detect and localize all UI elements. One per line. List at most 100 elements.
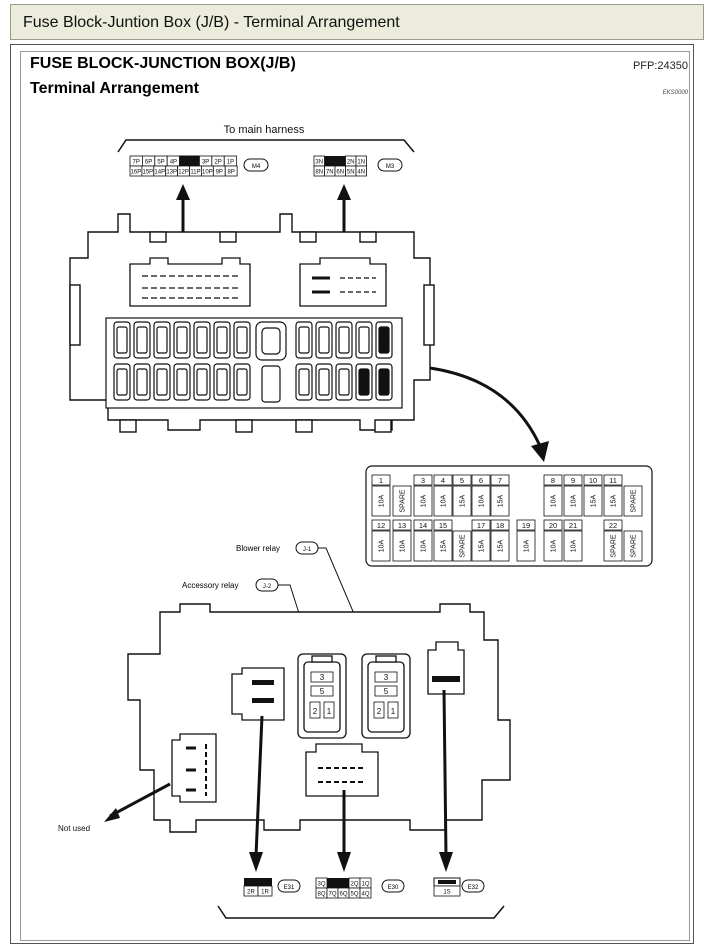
- fuse-rating-cell: [413, 485, 433, 517]
- m4-bottom-pin: 14P: [154, 170, 165, 176]
- fuse-rating: 10A: [441, 494, 448, 507]
- m4-top-pin: 5P: [157, 160, 164, 166]
- fuse-number-cell: [392, 519, 412, 531]
- blower-relay-label: Blower relay: [236, 544, 280, 553]
- page-header: Fuse Block-Juntion Box (J/B) - Terminal …: [10, 4, 704, 40]
- fuse-slot-inner: [136, 368, 148, 396]
- fuse-number: 11: [609, 476, 617, 485]
- fuse-number: 20: [549, 521, 557, 530]
- fuse-number: 15: [439, 521, 447, 530]
- fuse-number-cell: [490, 474, 510, 486]
- m4-key-block: [179, 155, 200, 167]
- e30-bottom-pin: 4Q: [361, 892, 369, 898]
- fuse-number: 21: [569, 521, 577, 530]
- m4-top-pin: 2P: [214, 160, 221, 166]
- fuse-slot-inner: [358, 326, 370, 354]
- fuse-rating-cell: [392, 530, 412, 562]
- relay-pin: 1: [391, 707, 396, 716]
- m4-bottom-pin: 11P: [190, 170, 200, 176]
- m4-bottom-pin: 9P: [216, 170, 223, 176]
- part-number: PFP:24350: [632, 60, 688, 72]
- e30-bottom-cell: [359, 887, 372, 899]
- e30-cavity: [305, 743, 379, 797]
- e31-cell: [257, 885, 273, 897]
- m3-top-pin: 3N: [315, 160, 323, 166]
- connector-e30-id: E30: [388, 885, 399, 891]
- fuse-slot-inner: [216, 326, 228, 354]
- fuse-rating: 10A: [421, 494, 428, 507]
- fuse-number: 19: [522, 521, 530, 530]
- fuse-rating: 10A: [571, 539, 578, 552]
- fuse-rating: SPARE: [611, 534, 618, 558]
- fuse-rating: 10A: [551, 539, 558, 552]
- fuse-number-cell: [433, 474, 453, 486]
- e31-cavity: [231, 667, 285, 721]
- m3-cavity: [299, 257, 387, 307]
- e30-bottom-pin: 8Q: [317, 892, 325, 898]
- fuse-rating-cell: [433, 530, 453, 562]
- fuse-rating: SPARE: [631, 534, 638, 558]
- fuse-rating: 15A: [611, 494, 618, 507]
- fuse-slot-inner: [196, 326, 208, 354]
- fuse-rating-cell: [452, 485, 472, 517]
- m4-bottom-pin: 15P: [143, 170, 154, 176]
- fuse-rating-cell: [413, 530, 433, 562]
- fuse-rating: 10A: [551, 494, 558, 507]
- relay-pin: 2: [313, 707, 318, 716]
- fuse-rating: 10A: [379, 494, 386, 507]
- fuse-slot-inner: [196, 368, 208, 396]
- e30-top-pin: 1Q: [361, 882, 369, 888]
- fuse-number: 10: [589, 476, 597, 485]
- fuse-number: 6: [479, 476, 483, 485]
- fuse-slot-inner: [378, 368, 390, 396]
- fuse-number-cell: [543, 474, 563, 486]
- image-code: EKS0000: [662, 90, 688, 96]
- e31-pin: 1R: [261, 890, 269, 896]
- fuse-number: 12: [377, 521, 385, 530]
- m3-top-pin: 1N: [357, 160, 365, 166]
- fuse-slot-inner: [318, 326, 330, 354]
- e32-pin: 1S: [443, 890, 450, 896]
- fuse-rating-cell: [490, 485, 510, 517]
- relay-pin-cell: [374, 685, 398, 697]
- e30-bottom-pin: 6Q: [339, 892, 347, 898]
- fuse-rating-cell: [543, 485, 563, 517]
- relay-pin: 5: [384, 687, 389, 696]
- e31-arrow: [249, 715, 264, 872]
- not-used-cavity: [171, 733, 217, 803]
- e32-key-block: [438, 880, 456, 884]
- fuse-rating-cell: [563, 485, 583, 517]
- m3-key-block: [324, 156, 346, 166]
- connector-e31-id: E31: [284, 885, 295, 891]
- fuse-number-cell: [603, 519, 623, 531]
- fuse-slot-inner: [216, 368, 228, 396]
- fuse-number-cell: [413, 519, 433, 531]
- fuse-rating-cell: [583, 485, 603, 517]
- fuse-slot-inner: [176, 326, 188, 354]
- e32-cavity: [427, 641, 465, 695]
- relay-pin: 5: [320, 687, 325, 696]
- relay-latch: [311, 655, 333, 663]
- fuse-slot-inner: [298, 368, 310, 396]
- fuse-number: 8: [551, 476, 555, 485]
- fuse-slot-inner: [236, 326, 248, 354]
- fuse-number: 3: [421, 476, 425, 485]
- diagram-subtitle: Terminal Arrangement: [30, 80, 199, 97]
- relay-pin-cell: [310, 671, 334, 683]
- m4-bottom-pin: 16P: [131, 170, 142, 176]
- e32-cell: [433, 885, 461, 897]
- m4-cavity: [129, 257, 251, 307]
- m3-bottom-pin: 7N: [326, 170, 334, 176]
- connector-e31-tag: E31: [277, 879, 301, 893]
- fuse-slot-inner: [116, 326, 128, 354]
- fuse-number: 9: [571, 476, 575, 485]
- fuse-rating-cell: [471, 530, 491, 562]
- relay-pin: 3: [384, 673, 389, 682]
- e32-arrow: [439, 689, 453, 872]
- fuse-slot-inner: [116, 368, 128, 396]
- fuse-number-cell: [433, 519, 453, 531]
